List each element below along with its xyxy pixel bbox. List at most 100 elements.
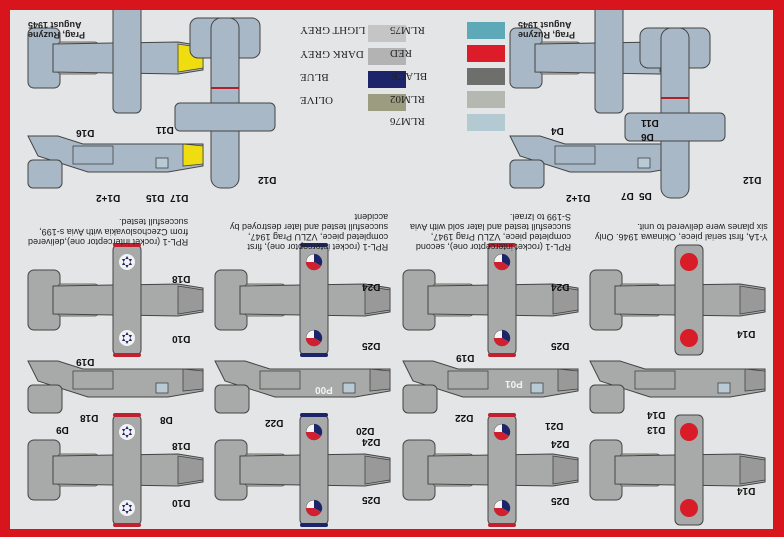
decal-label: D24: [362, 436, 381, 447]
star-of-david: [122, 332, 132, 344]
decal-label: D8: [160, 414, 173, 425]
swatch-label-rlm02: RLM02: [390, 93, 425, 105]
wing: [624, 112, 726, 142]
nose-cone: [177, 455, 204, 485]
czech-blue: [314, 499, 323, 512]
cockpit-window: [530, 382, 544, 394]
decal-label: D16: [76, 127, 95, 138]
decal-label: D17: [170, 192, 189, 203]
roundel-white: [119, 254, 135, 270]
nose-cone: [744, 368, 766, 392]
swatch-label-black: BLACK: [390, 70, 428, 82]
czech-red: [493, 508, 509, 517]
decal-label: D14: [737, 328, 756, 339]
swatch-rlm75: [467, 22, 505, 39]
decal-label: D24: [362, 281, 381, 292]
czech-blue: [314, 329, 323, 342]
decal-label: D1+2: [96, 192, 121, 203]
swatch-rlm02: [467, 91, 505, 108]
tail-fin: [27, 384, 63, 414]
decal-label: D24: [551, 281, 570, 292]
nose-cone: [557, 368, 579, 392]
czech-red: [493, 338, 509, 347]
cockpit-window: [342, 382, 356, 394]
nose-cone: [364, 455, 391, 485]
tail-fin: [509, 159, 545, 189]
swatch-olive: [368, 94, 406, 111]
decal-label: D18: [172, 273, 191, 284]
decal-label: D5: [639, 190, 652, 201]
caption-czech-second: RPL-1 (rocket interceptor one), second c…: [410, 212, 571, 252]
wing-tip: [488, 243, 516, 247]
decal-label: D13: [647, 424, 666, 435]
hinomaru: [680, 423, 698, 441]
czech-blue: [502, 253, 511, 266]
czech-red: [305, 262, 321, 271]
decal-label: D11: [156, 124, 174, 135]
wing-tip: [113, 523, 141, 527]
caption-japan: Y-1A, first serial piece, Okinawa 1946. …: [595, 222, 768, 242]
decal-label: D9: [56, 424, 69, 435]
decal-sheet: LIGHT GREY DARK GREY BLUE OLIVE RLM75 RE…: [10, 10, 773, 529]
czech-red: [305, 338, 321, 347]
decal-label: D14: [647, 409, 666, 420]
rocket-pack: [72, 370, 114, 390]
decal-label: D1+2: [566, 192, 591, 203]
swatch-rlm76: [467, 114, 505, 131]
roundel-white: [119, 500, 135, 516]
swatch-blue: [368, 71, 406, 88]
decal-label: D18: [80, 412, 99, 423]
swatch-black: [467, 68, 505, 85]
decal-label: D10: [172, 497, 191, 508]
czech-red: [305, 432, 321, 441]
swatch-label-red: RED: [390, 47, 412, 59]
wing-tip: [300, 523, 328, 527]
czech-blue: [314, 253, 323, 266]
decal-label: D4: [551, 125, 564, 136]
nose-cone: [552, 285, 579, 315]
star-of-david: [122, 502, 132, 514]
rocket-pack: [554, 145, 596, 165]
wing-tip: [113, 243, 141, 247]
decal-label: D18: [172, 440, 191, 451]
rocket-pack: [634, 370, 676, 390]
location-caption-right: Prag, Ruzyne August 1945: [518, 20, 576, 40]
wing-tip: [488, 413, 516, 417]
wing: [112, 10, 142, 114]
decal-label: D19: [76, 356, 95, 367]
decal-label: D7: [621, 190, 634, 201]
decal-label: D12: [258, 174, 277, 185]
cockpit-window: [717, 382, 731, 394]
czech-blue: [502, 423, 511, 436]
nose-cone: [364, 285, 391, 315]
czech-red: [493, 432, 509, 441]
wing-tip: [300, 413, 328, 417]
swatch-label-rlm76: RLM76: [390, 115, 425, 127]
star-of-david: [122, 426, 132, 438]
aircraft-code: P01: [505, 378, 523, 389]
caption-israel: RPL-1 (rocket interceptor one),delivered…: [28, 217, 189, 247]
decal-label: D15: [146, 192, 165, 203]
cockpit-window: [155, 382, 169, 394]
tail-fin: [402, 384, 438, 414]
tail-fin: [589, 384, 625, 414]
decal-label: D22: [455, 412, 474, 423]
nose-cone: [177, 285, 204, 315]
tail-fin: [214, 384, 250, 414]
wing: [674, 244, 704, 356]
wing-tip: [113, 413, 141, 417]
decal-label: D22: [265, 417, 284, 428]
czech-blue: [502, 499, 511, 512]
nose-cone: [182, 368, 204, 392]
caption-czech-first: RPL-1 (rocket interceptor one), first co…: [230, 212, 389, 252]
wing-tip: [488, 523, 516, 527]
czech-blue: [314, 423, 323, 436]
nose-cone: [369, 368, 391, 392]
nose-cone: [182, 143, 204, 167]
wing: [174, 102, 276, 132]
decal-label: D24: [551, 438, 570, 449]
swatch-red: [467, 45, 505, 62]
nose-cone: [552, 455, 579, 485]
cockpit-window: [637, 157, 651, 169]
decal-label: D6: [641, 131, 654, 142]
